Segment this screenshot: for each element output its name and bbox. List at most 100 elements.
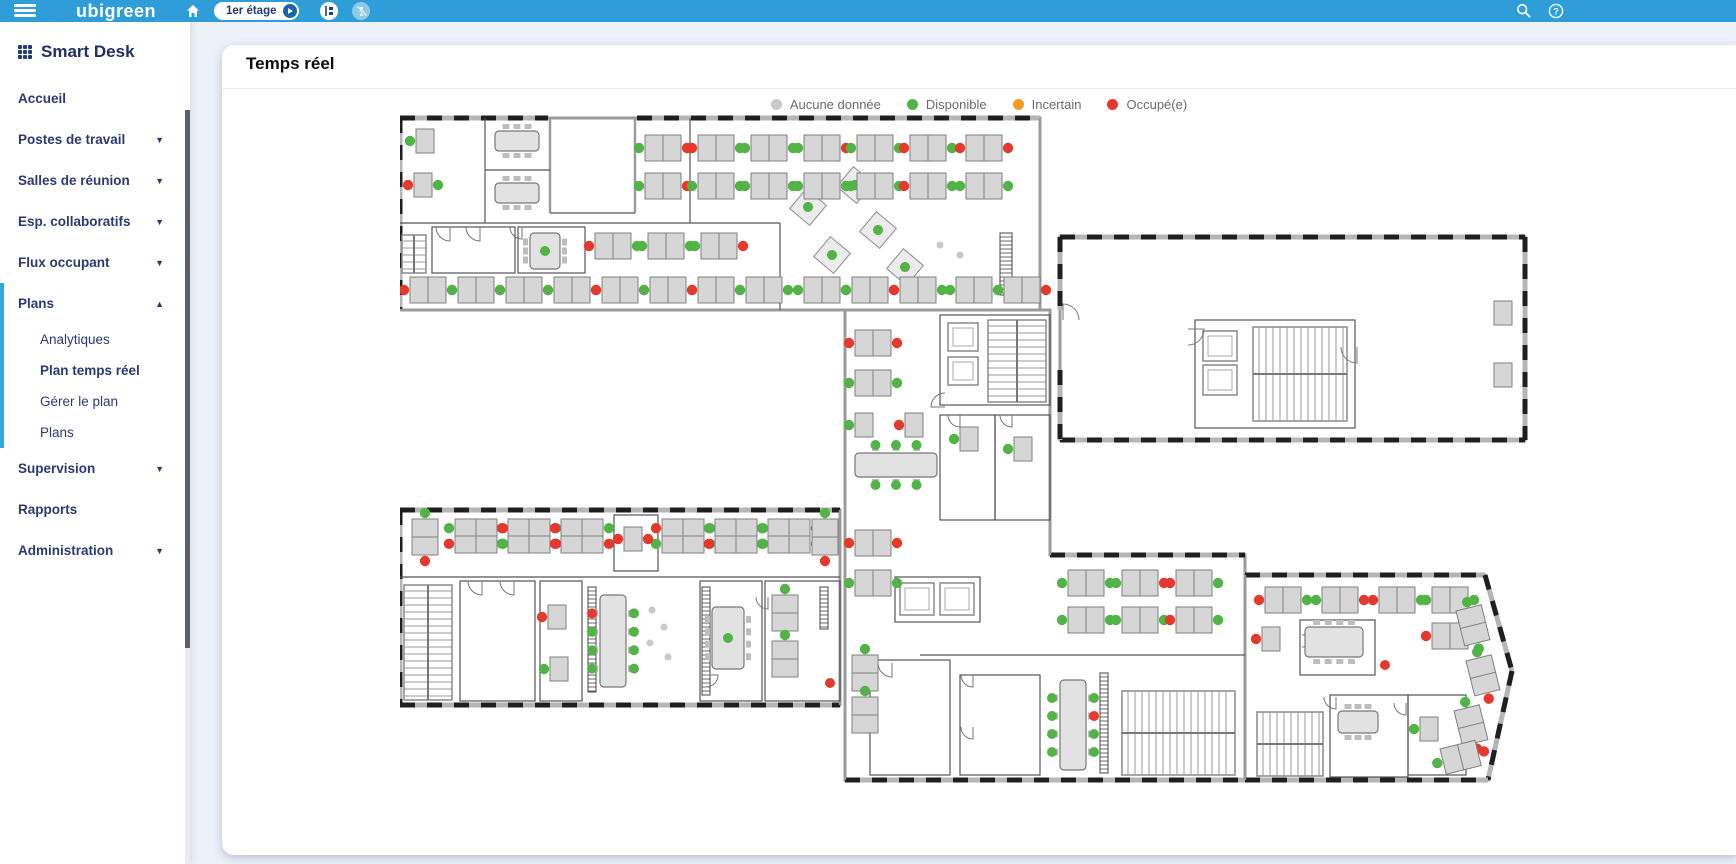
desk-status-dot[interactable]: [1380, 660, 1390, 670]
desk-status-dot[interactable]: [739, 142, 751, 154]
desk-cluster[interactable]: [1250, 626, 1281, 652]
desk-status-dot[interactable]: [1253, 594, 1265, 606]
sidebar-scrollbar-thumb[interactable]: [185, 110, 190, 648]
desk-cluster[interactable]: [636, 232, 696, 260]
desk-status-dot[interactable]: [779, 629, 791, 641]
desk-status-dot[interactable]: [629, 608, 639, 619]
desk-status-dot[interactable]: [629, 626, 639, 637]
sidebar-subitem-gerer-le-plan[interactable]: Gérer le plan: [40, 394, 119, 409]
desk-status-dot[interactable]: [891, 440, 901, 450]
desk-status-dot[interactable]: [944, 284, 956, 296]
sidebar-item-postes-de-travail[interactable]: Postes de travail▼: [0, 119, 190, 160]
desk-status-dot[interactable]: [1431, 757, 1444, 770]
desk-cluster[interactable]: [1002, 436, 1033, 462]
lounge-pod[interactable]: [858, 210, 898, 250]
meeting-table[interactable]: [523, 232, 567, 270]
desk-status-dot[interactable]: [888, 284, 900, 296]
desk-status-dot[interactable]: [898, 180, 910, 192]
desk-status-dot[interactable]: [1420, 594, 1432, 606]
desk-cluster[interactable]: [1110, 569, 1170, 597]
desk-status-dot[interactable]: [538, 663, 550, 675]
desk-status-dot[interactable]: [779, 583, 791, 595]
desk-cluster[interactable]: [1420, 586, 1480, 614]
desk-status-dot[interactable]: [603, 522, 615, 534]
desk-cluster[interactable]: [443, 518, 509, 554]
desk-status-dot[interactable]: [1461, 596, 1474, 609]
desk-cluster[interactable]: [538, 656, 569, 682]
desk-status-dot[interactable]: [1471, 646, 1484, 659]
desk-cluster[interactable]: [703, 518, 769, 554]
meeting-table[interactable]: [494, 124, 540, 158]
desk-status-dot[interactable]: [1164, 614, 1176, 626]
sidebar-item-salles-de-reunion[interactable]: Salles de réunion▼: [0, 160, 190, 201]
apps-grid-icon[interactable]: [18, 45, 32, 59]
desk-cluster[interactable]: [898, 172, 958, 200]
desk-status-dot[interactable]: [660, 623, 668, 631]
desk-status-dot[interactable]: [1047, 693, 1057, 703]
desk-status-dot[interactable]: [1110, 614, 1122, 626]
floorplan[interactable]: [397, 115, 1530, 785]
desk-status-dot[interactable]: [443, 522, 455, 534]
search-icon[interactable]: [1516, 3, 1531, 23]
desk-status-dot[interactable]: [1358, 594, 1370, 606]
desk-status-dot[interactable]: [954, 142, 966, 154]
desk-status-dot[interactable]: [496, 538, 508, 550]
desk-status-dot[interactable]: [650, 538, 662, 550]
floorplan-svg[interactable]: [397, 115, 1530, 785]
desk-status-dot[interactable]: [911, 440, 922, 450]
desk-status-dot[interactable]: [1002, 142, 1014, 154]
desk-status-dot[interactable]: [782, 284, 794, 296]
desk-status-dot[interactable]: [843, 377, 855, 389]
desk-status-dot[interactable]: [1047, 747, 1057, 757]
desk-status-dot[interactable]: [1408, 723, 1420, 735]
desk-cluster[interactable]: [843, 329, 903, 357]
home-icon[interactable]: [186, 4, 200, 23]
desk-status-dot[interactable]: [1002, 180, 1014, 192]
desk-cluster[interactable]: [1408, 716, 1439, 742]
desk-status-dot[interactable]: [646, 639, 654, 647]
meeting-table[interactable]: [854, 440, 938, 490]
desk-cluster[interactable]: [1164, 569, 1224, 597]
desk-status-dot[interactable]: [419, 507, 431, 519]
desk-cluster[interactable]: [549, 518, 615, 554]
desk-cluster[interactable]: [739, 172, 799, 200]
desk-status-dot[interactable]: [1212, 577, 1224, 589]
desk-cluster[interactable]: [1253, 586, 1313, 614]
desk-status-dot[interactable]: [642, 533, 654, 545]
desk-cluster[interactable]: [633, 134, 693, 162]
meeting-table[interactable]: [587, 594, 639, 688]
desk-status-dot[interactable]: [1420, 630, 1432, 642]
desk-cluster[interactable]: [1451, 694, 1490, 757]
desk-status-dot[interactable]: [956, 251, 964, 259]
desk-status-dot[interactable]: [1367, 594, 1379, 606]
desk-status-dot[interactable]: [734, 284, 746, 296]
desk-status-dot[interactable]: [402, 179, 414, 191]
desk-status-dot[interactable]: [948, 433, 960, 445]
desk-status-dot[interactable]: [845, 142, 857, 154]
desk-cluster[interactable]: [402, 172, 444, 198]
desk-status-dot[interactable]: [686, 142, 698, 154]
desk-status-dot[interactable]: [1089, 729, 1099, 739]
desk-status-dot[interactable]: [845, 180, 857, 192]
desk-status-dot[interactable]: [587, 645, 597, 656]
desk-status-dot[interactable]: [1482, 692, 1495, 705]
desk-status-dot[interactable]: [843, 419, 855, 431]
desk-status-dot[interactable]: [650, 522, 662, 534]
desk-status-dot[interactable]: [404, 135, 416, 147]
desk-status-dot[interactable]: [549, 522, 561, 534]
help-icon[interactable]: ?: [1548, 3, 1564, 24]
desk-status-dot[interactable]: [737, 240, 749, 252]
desk-status-dot[interactable]: [936, 284, 948, 296]
desk-cluster[interactable]: [638, 276, 698, 304]
desk-status-dot[interactable]: [636, 240, 648, 252]
desk-status-dot[interactable]: [992, 284, 1004, 296]
sidebar-item-plans[interactable]: Plans▲: [4, 283, 190, 324]
desk-cluster[interactable]: [1429, 738, 1492, 777]
desk-status-dot[interactable]: [443, 538, 455, 550]
sidebar-subitem-plans-liste[interactable]: Plans: [40, 425, 74, 440]
lounge-pod[interactable]: [885, 247, 925, 287]
desk-status-dot[interactable]: [819, 507, 831, 519]
desk-status-dot[interactable]: [819, 555, 831, 567]
desk-cluster[interactable]: [843, 569, 903, 597]
desk-status-dot[interactable]: [549, 538, 561, 550]
